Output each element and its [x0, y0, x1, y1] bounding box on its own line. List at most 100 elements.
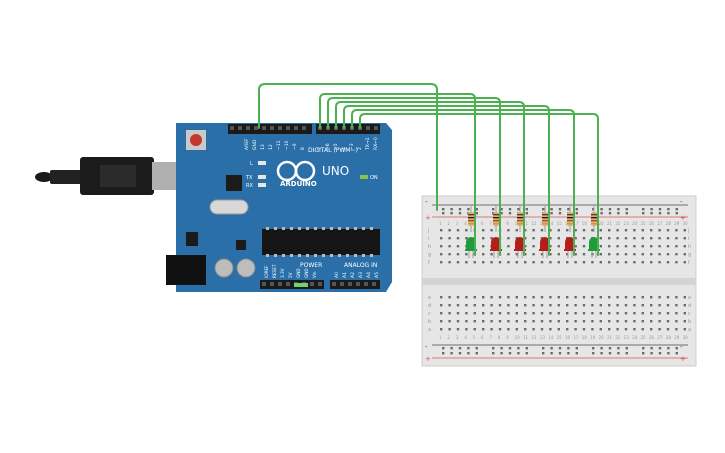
breadboard-hole	[633, 320, 636, 323]
breadboard-hole	[515, 296, 518, 299]
breadboard-hole	[633, 245, 636, 248]
breadboard-hole	[448, 229, 451, 232]
rail-hole	[617, 352, 620, 355]
column-number: 4	[464, 221, 467, 226]
digital-pin-label: ~5	[333, 143, 339, 150]
breadboard-hole	[675, 229, 678, 232]
breadboard-hole	[683, 296, 686, 299]
jumper-wire	[319, 93, 476, 256]
breadboard-hole	[683, 229, 686, 232]
breadboard-hole	[465, 304, 468, 307]
mcu-pin	[306, 227, 309, 230]
breadboard-hole	[482, 237, 485, 240]
breadboard-hole	[473, 312, 476, 315]
breadboard-hole	[683, 245, 686, 248]
column-number: 21	[607, 221, 613, 226]
breadboard-hole	[641, 229, 644, 232]
breadboard-hole	[490, 253, 493, 256]
breadboard-hole	[658, 253, 661, 256]
column-number: 14	[548, 221, 554, 226]
breadboard-hole	[666, 312, 670, 315]
breadboard-hole	[591, 328, 594, 331]
breadboard-hole	[666, 320, 670, 323]
rail-hole	[475, 347, 478, 350]
breadboard-hole	[549, 229, 552, 232]
rail-minus-left-top: -	[425, 198, 428, 206]
resistor-band	[542, 223, 548, 225]
breadboard-column-numbers: 1122334455667788991010111112121313141415…	[439, 221, 688, 340]
row-letter: j	[427, 228, 429, 234]
column-number: 2	[447, 335, 450, 340]
rail-hole	[458, 347, 462, 350]
breadboard-hole	[608, 253, 611, 256]
header-pin	[364, 282, 368, 286]
breadboard-hole	[633, 328, 636, 331]
breadboard-hole	[448, 253, 451, 256]
breadboard-hole	[440, 328, 443, 331]
rail-hole	[625, 212, 628, 215]
capacitor-1	[214, 258, 234, 278]
rail-hole	[558, 208, 562, 211]
breadboard-hole	[574, 237, 577, 240]
resistor	[517, 212, 523, 226]
breadboard-hole	[557, 312, 560, 315]
rail-hole	[450, 208, 453, 211]
rail-hole	[567, 347, 570, 350]
breadboard-hole	[498, 261, 502, 264]
led-on	[360, 175, 368, 179]
breadboard-hole	[650, 296, 653, 299]
breadboard-hole	[465, 261, 468, 264]
breadboard-hole	[641, 328, 644, 331]
mcu-pin	[330, 227, 333, 230]
mcu-pin	[330, 254, 333, 257]
breadboard-hole	[599, 237, 602, 240]
breadboard-hole	[599, 312, 602, 315]
breadboard-hole	[616, 320, 619, 323]
breadboard-hole	[658, 320, 661, 323]
breadboard-hole	[650, 320, 653, 323]
breadboard-hole	[650, 312, 653, 315]
breadboard-hole	[658, 328, 661, 331]
breadboard-hole	[440, 245, 443, 248]
resistor-band	[567, 220, 573, 222]
breadboard-hole	[440, 237, 443, 240]
breadboard-hole	[633, 229, 636, 232]
header-pin	[318, 282, 322, 286]
rail-hole	[550, 208, 553, 211]
breadboard-hole	[633, 304, 636, 307]
breadboard-hole	[641, 261, 644, 264]
breadboard-hole	[591, 312, 594, 315]
breadboard-hole	[591, 304, 594, 307]
breadboard-hole	[524, 253, 527, 256]
breadboard-hole	[574, 253, 577, 256]
breadboard-hole	[624, 320, 628, 323]
brand-label: ARDUINO	[280, 180, 317, 188]
power-jack	[166, 255, 206, 285]
breadboard-hole	[448, 320, 451, 323]
breadboard-hole	[608, 312, 611, 315]
rail-hole	[667, 352, 670, 355]
digital-pin-label: 8	[300, 147, 306, 150]
rail-hole	[550, 352, 553, 355]
led-rim	[465, 249, 477, 251]
breadboard-hole	[574, 245, 577, 248]
column-number: 1	[439, 335, 442, 340]
breadboard-hole	[557, 296, 560, 299]
column-number: 17	[573, 221, 579, 226]
column-number: 23	[624, 221, 630, 226]
breadboard-hole	[440, 253, 443, 256]
breadboard-hole	[540, 328, 544, 331]
header-digital-io	[316, 124, 380, 134]
breadboard-hole	[608, 296, 611, 299]
rail-hole	[558, 347, 562, 350]
header-pin	[262, 126, 266, 130]
power-pin-label: IOREF	[264, 265, 269, 278]
reset-button[interactable]	[190, 134, 202, 146]
breadboard-hole	[456, 229, 460, 232]
breadboard-hole	[650, 229, 653, 232]
mcu-pin	[290, 254, 293, 257]
digital-pin-label: RX←0	[373, 137, 379, 150]
mcu-pin	[298, 227, 301, 230]
row-letter: j	[687, 228, 689, 234]
